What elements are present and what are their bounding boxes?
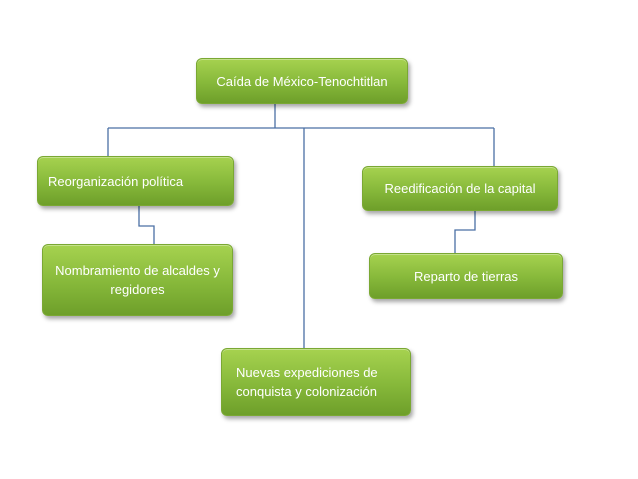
connector-to-reparto — [454, 211, 476, 253]
node-caida-mexico: Caída de México-Tenochtitlan — [196, 58, 408, 104]
node-reparto-tierras: Reparto de tierras — [369, 253, 563, 299]
connector-to-nombramiento — [138, 206, 155, 244]
node-reorganizacion-politica: Reorganización política — [37, 156, 234, 206]
node-reorganizacion-label: Reorganización política — [48, 173, 184, 189]
node-nombramiento-alcaldes: Nombramiento de alcaldes y regidores — [42, 244, 233, 316]
node-caida-mexico-label: Caída de México-Tenochtitlan — [216, 73, 388, 89]
node-reedificacion-label: Reedificación de la capital — [384, 181, 536, 196]
node-nombramiento-label: Nombramiento de alcaldes y regidores — [55, 263, 220, 297]
node-reedificacion-capital: Reedificación de la capital — [362, 166, 558, 211]
node-nuevas-expediciones: Nuevas expediciones de conquista y colon… — [221, 348, 411, 416]
node-nuevas-label: Nuevas expediciones de conquista y colon… — [236, 365, 378, 399]
node-reparto-label: Reparto de tierras — [413, 268, 519, 284]
